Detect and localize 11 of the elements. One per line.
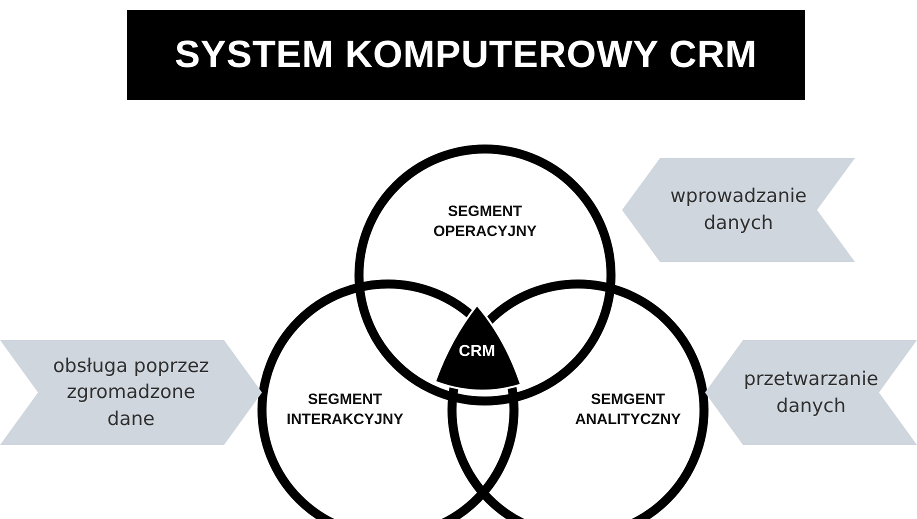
title-banner: SYSTEM KOMPUTEROWY CRM: [127, 10, 805, 100]
chevron-label: przetwarzanie danych: [742, 366, 880, 418]
chevron-arrow-shape: [622, 158, 855, 262]
chevron-arrow-shape: [0, 340, 262, 445]
chevron-label: obsługa poprzez zgromadzone dane: [52, 354, 210, 432]
chevron-label: wprowadzanie danych: [669, 184, 808, 236]
segment-label: SEGMENT OPERACYJNY: [432, 202, 538, 242]
chevron-arrow-shape: [705, 340, 917, 445]
segment-label: SEGMENT INTERAKCYJNY: [286, 390, 404, 430]
segment-label: SEMGENT ANALITYCZNY: [574, 390, 682, 430]
core-label: CRM: [458, 343, 496, 361]
